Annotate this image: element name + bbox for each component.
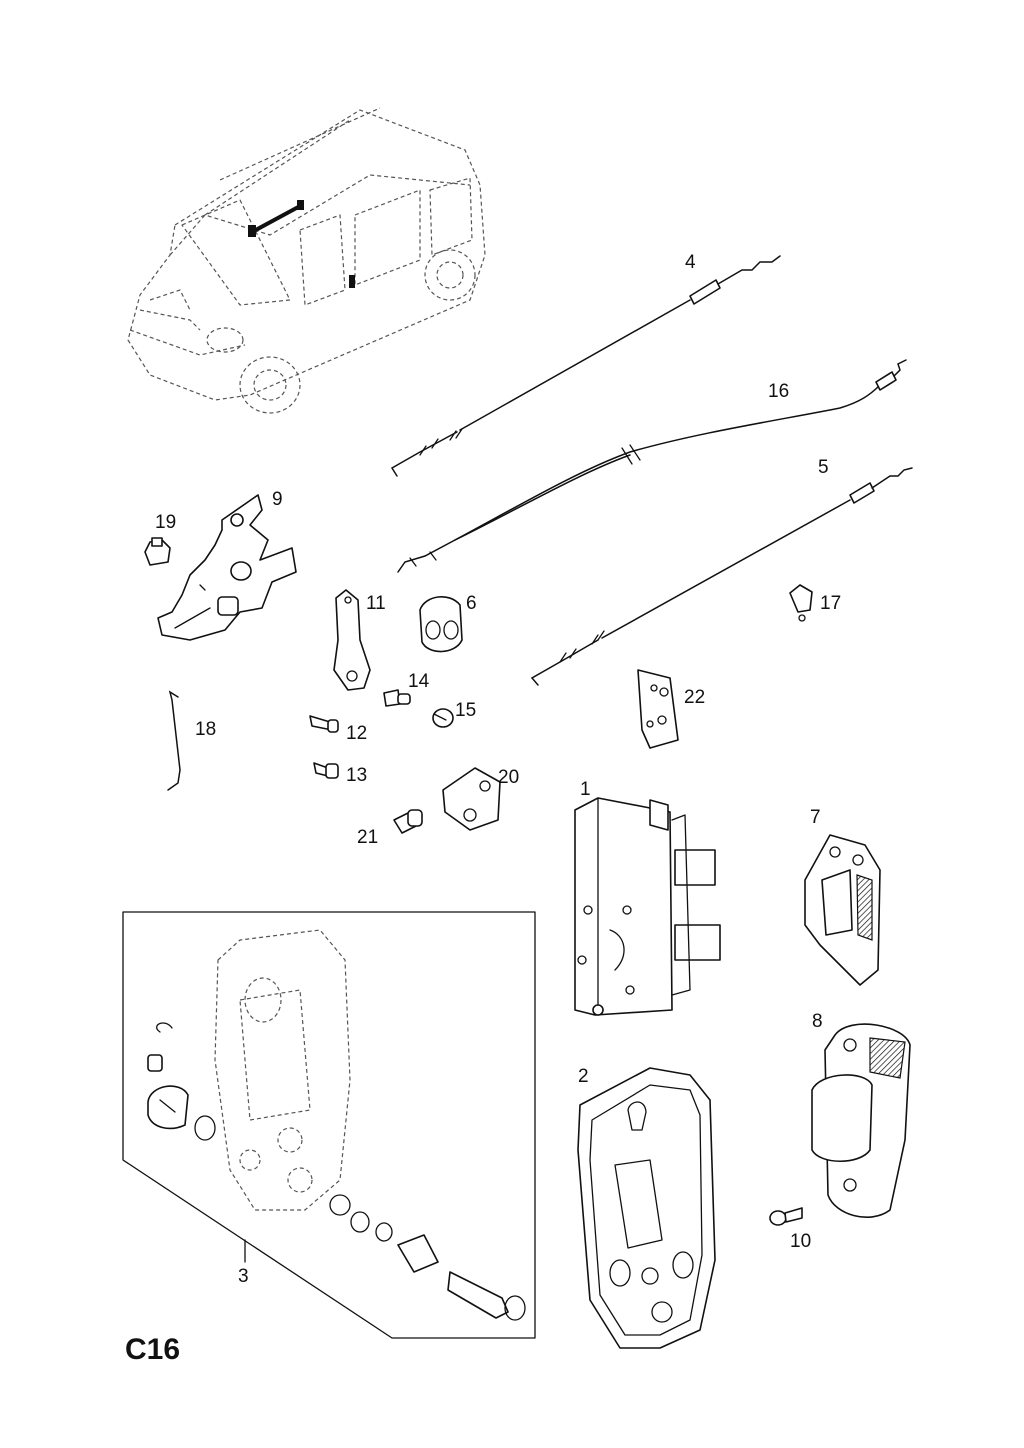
callout-8: 8	[812, 1011, 823, 1032]
callout-6: 6	[466, 593, 477, 614]
part-14-screw	[383, 689, 411, 707]
part-15-plug	[432, 708, 454, 728]
part-13-screw	[313, 762, 339, 779]
callout-5: 5	[818, 457, 829, 478]
diagram-code: C16	[125, 1333, 181, 1366]
cable-4	[390, 255, 781, 477]
callout-17: 17	[820, 593, 842, 614]
callout-1: 1	[580, 779, 591, 800]
callout-3: 3	[238, 1266, 249, 1287]
part-20-bracket	[442, 767, 501, 831]
callout-22: 22	[684, 687, 706, 708]
callout-9: 9	[272, 489, 283, 510]
callout-4: 4	[685, 252, 696, 273]
callout-21: 21	[357, 827, 379, 848]
callout-20: 20	[498, 767, 520, 788]
part-9-bracket	[157, 494, 297, 641]
callout-7: 7	[810, 807, 821, 828]
part-8-door-handle	[811, 1023, 911, 1218]
callout-14: 14	[408, 671, 430, 692]
callout-19: 19	[155, 512, 177, 533]
callout-10: 10	[790, 1231, 812, 1252]
van-illustration	[127, 107, 486, 414]
callout-18: 18	[195, 719, 217, 740]
part-1-door-lock	[574, 797, 721, 1016]
cable-5	[530, 467, 913, 686]
callout-13: 13	[346, 765, 368, 786]
callout-15: 15	[455, 700, 477, 721]
part-3-kit-box	[122, 911, 536, 1339]
part-12-screw	[309, 715, 339, 733]
part-10-screw	[769, 1207, 803, 1226]
part-11-lever	[333, 589, 371, 691]
part-18-rod	[167, 690, 181, 791]
callout-12: 12	[346, 723, 368, 744]
part-17-clip	[789, 584, 813, 622]
part-19-clip	[144, 537, 171, 566]
callout-16: 16	[768, 381, 790, 402]
part-21-screw	[393, 809, 423, 834]
part-7-handle-housing	[804, 834, 881, 986]
callout-2: 2	[578, 1066, 589, 1087]
part-2-lock-cover	[577, 1067, 716, 1349]
cable-16	[397, 359, 907, 573]
part-22-plate	[637, 669, 679, 749]
part-6-grommet	[419, 596, 463, 653]
callout-11: 11	[366, 593, 386, 614]
